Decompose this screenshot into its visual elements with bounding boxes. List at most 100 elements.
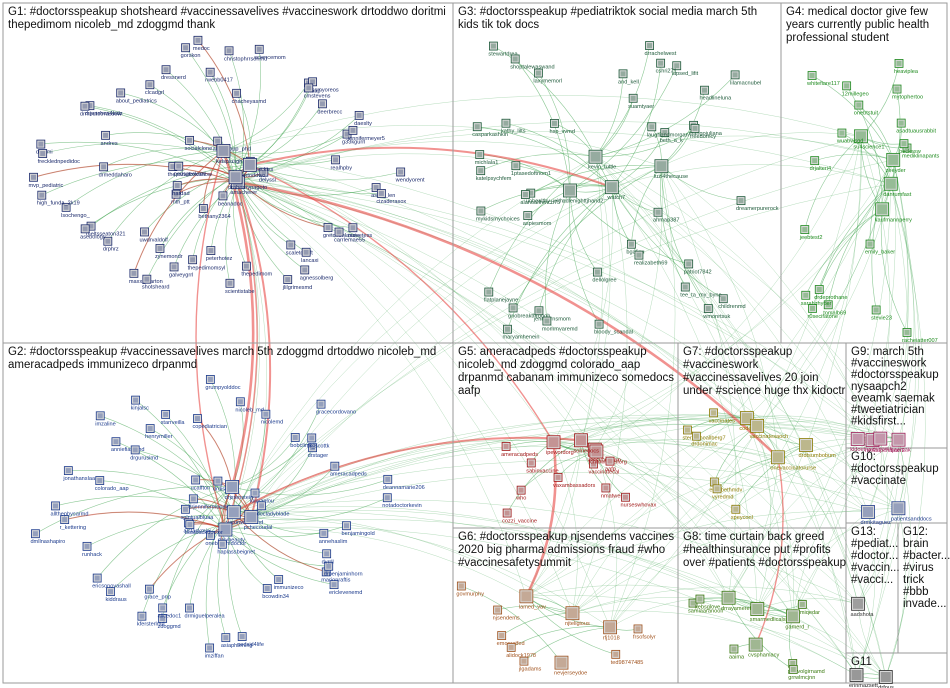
node-g1-34[interactable]: drmoutetrrassow — [80, 101, 123, 118]
node-g2-29[interactable]: henrymiller — [145, 424, 173, 441]
node-g5-5[interactable]: ipewordorg — [546, 435, 574, 457]
node-g2-14[interactable]: docladyblade — [257, 501, 290, 518]
node-g3-1[interactable]: adlenighttjhand2 — [562, 183, 604, 205]
node-g2-10[interactable]: bostbackdoctor — [185, 520, 223, 537]
node-g7-6[interactable]: sterarxhoallberg7 — [682, 425, 726, 442]
node-g1-42[interactable]: clcadgrl — [145, 80, 164, 97]
node-g3-17[interactable]: kathy_lilts — [501, 118, 526, 135]
node-g3-31[interactable]: tee_ta_my_byne — [680, 282, 722, 299]
node-g5-10[interactable]: aafp — [605, 456, 616, 473]
node-g1-35[interactable]: realhpby — [331, 155, 353, 172]
node-g1-40[interactable]: deerbrecc — [317, 99, 342, 116]
node-g2-32[interactable]: bobclimko — [290, 433, 315, 449]
node-g3-21[interactable]: mykidsmychoices — [476, 206, 520, 223]
node-g2-50[interactable]: starrveilla — [161, 410, 186, 426]
node-g1-10[interactable]: hardad — [172, 181, 190, 198]
node-g1-29[interactable]: dressnerd — [161, 65, 186, 82]
node-g1-53[interactable]: cmstevens — [304, 83, 331, 100]
node-g6-5[interactable]: njsendems — [493, 605, 520, 622]
node-g7-7[interactable]: vyredmd — [712, 484, 734, 501]
node-g1-18[interactable]: mvp_pediatric — [29, 172, 64, 189]
node-g2-45[interactable]: nicolemd — [261, 409, 283, 426]
node-g1-12[interactable]: beanadoc — [218, 191, 243, 208]
node-g3-5[interactable]: maryamhenein — [502, 324, 539, 341]
node-g4-21[interactable]: wuabwsgd — [836, 128, 863, 145]
node-g3-8[interactable]: lapsed_lifit — [672, 61, 699, 78]
node-g1-23[interactable]: drphrz — [103, 236, 119, 253]
node-g6-8[interactable]: govmurphy — [456, 581, 484, 598]
node-g1-39[interactable]: drmeddaharo — [99, 162, 132, 179]
node-g2-41[interactable]: drmiguelperalea — [184, 603, 225, 620]
node-g5-6[interactable]: nmatwests — [601, 483, 628, 500]
node-g4-8[interactable]: racheiatter007 — [902, 328, 938, 344]
node-g2-11[interactable]: drjstenstein — [225, 479, 254, 501]
node-g6-3[interactable]: alidock1978 — [506, 643, 536, 659]
node-g2-27[interactable]: ameracadpeds — [330, 461, 367, 478]
node-g3-36[interactable]: mommvaremd — [542, 316, 578, 333]
node-g2-18[interactable]: r_kettering — [60, 515, 86, 532]
node-g4-18[interactable]: stevie23 — [871, 305, 892, 322]
node-g6-6[interactable]: rfj1018 — [603, 620, 620, 642]
node-g7-9[interactable]: drdtsumbobum — [799, 438, 837, 460]
node-g4-4[interactable]: mytophertoo — [892, 84, 923, 101]
node-g1-36[interactable]: uwdrvaldolf — [140, 227, 169, 244]
node-g3-24[interactable]: patriot7842 — [684, 259, 712, 276]
node-g1-28[interactable]: shotsheard — [142, 274, 170, 291]
node-g3-19[interactable]: laughandmorgan — [647, 122, 689, 139]
node-g2-44[interactable]: ericsonovashall — [92, 573, 131, 590]
node-g3-41[interactable]: cshri271 — [656, 58, 677, 75]
node-g3-13[interactable]: casparkashkin — [472, 122, 508, 139]
node-g1-51[interactable]: carrlemae55 — [334, 227, 365, 244]
node-g1-20[interactable]: peterhotez — [206, 246, 233, 263]
node-g7-10[interactable]: drdonimac — [691, 431, 718, 448]
node-g7-4[interactable]: onevaccinatorurse — [770, 450, 816, 472]
node-g2-25[interactable]: immunizeco — [274, 575, 304, 592]
node-g3-25[interactable]: ahmap387 — [653, 207, 679, 224]
node-g1-11[interactable]: kidsplusgh — [216, 143, 242, 165]
node-g3-28[interactable]: shoptalewaswand — [510, 54, 555, 71]
node-g3-32[interactable]: 1ptasedoftnom1 — [511, 161, 551, 178]
node-g9-4[interactable]: saemak — [891, 432, 911, 454]
node-g7-1[interactable]: vaccinates — [709, 408, 736, 425]
node-g4-12[interactable]: drdeprothane — [814, 285, 848, 301]
node-g1-41[interactable]: thepedimomsyl — [188, 255, 226, 272]
node-g2-35[interactable]: notadoctorkevin — [382, 493, 422, 510]
node-g2-48[interactable]: deannamarie206 — [383, 474, 425, 491]
node-g2-9[interactable]: pchecoudal — [244, 510, 273, 532]
node-g8-8[interactable]: cvsphamacy — [748, 637, 779, 659]
node-g2-33[interactable]: pedsid4life — [237, 632, 264, 649]
node-g4-7[interactable]: jeebtest2 — [799, 225, 823, 242]
node-g2-47[interactable]: jonathanslaa — [62, 466, 96, 483]
node-g11-2[interactable]: drfous — [878, 670, 894, 688]
node-g3-14[interactable]: childrenmd — [718, 294, 746, 311]
node-g2-26[interactable]: colorado_aap — [95, 476, 129, 493]
node-g3-18[interactable]: hsp_vvmd — [549, 118, 575, 135]
node-g3-38[interactable]: flatplanejayne — [484, 287, 519, 304]
node-g2-37[interactable]: grumpyolddoc — [205, 375, 241, 391]
node-g5-4[interactable]: who — [515, 485, 526, 502]
node-g3-40[interactable]: _watch7 — [603, 180, 625, 202]
node-g3-35[interactable]: luzi4thecause — [654, 159, 688, 181]
node-g4-16[interactable]: 12millegeo — [842, 81, 869, 98]
node-g1-59[interactable]: lancaxi — [301, 247, 319, 264]
node-g1-2[interactable]: mth_ptt — [171, 189, 190, 206]
node-g6-4[interactable]: nevjerseydoe — [554, 655, 587, 677]
node-g2-23[interactable]: kiddraus — [106, 587, 127, 604]
node-g3-12[interactable]: bloody_scandal — [594, 319, 633, 336]
node-g3-37[interactable]: realizabeth69 — [634, 250, 668, 267]
node-g3-27[interactable]: headlineluna — [700, 85, 733, 102]
node-g2-49[interactable]: alicedoc1 — [158, 603, 182, 620]
node-g2-36[interactable]: kfersterlmd — [137, 611, 165, 628]
node-g13-1[interactable]: aadshota — [851, 596, 875, 618]
node-g6-11[interactable]: jlgadams — [518, 656, 542, 673]
node-g2-46[interactable]: bcowdin34 — [262, 584, 289, 600]
node-g1-56[interactable]: wendyorent — [395, 167, 425, 184]
node-g1-43[interactable]: cizaderasox — [376, 189, 406, 205]
node-g3-34[interactable]: freedomcy — [690, 124, 716, 140]
node-g3-29[interactable]: alanoalfrench75 — [520, 190, 560, 207]
node-g2-54[interactable]: asiaphtening — [221, 633, 253, 650]
node-g1-50[interactable]: gorskon — [181, 43, 201, 60]
node-g6-7[interactable]: frsofsolyr — [633, 624, 656, 641]
node-g4-19[interactable]: heaviplea — [894, 59, 919, 75]
node-g9-1[interactable]: kidoetrgrc — [850, 432, 875, 453]
